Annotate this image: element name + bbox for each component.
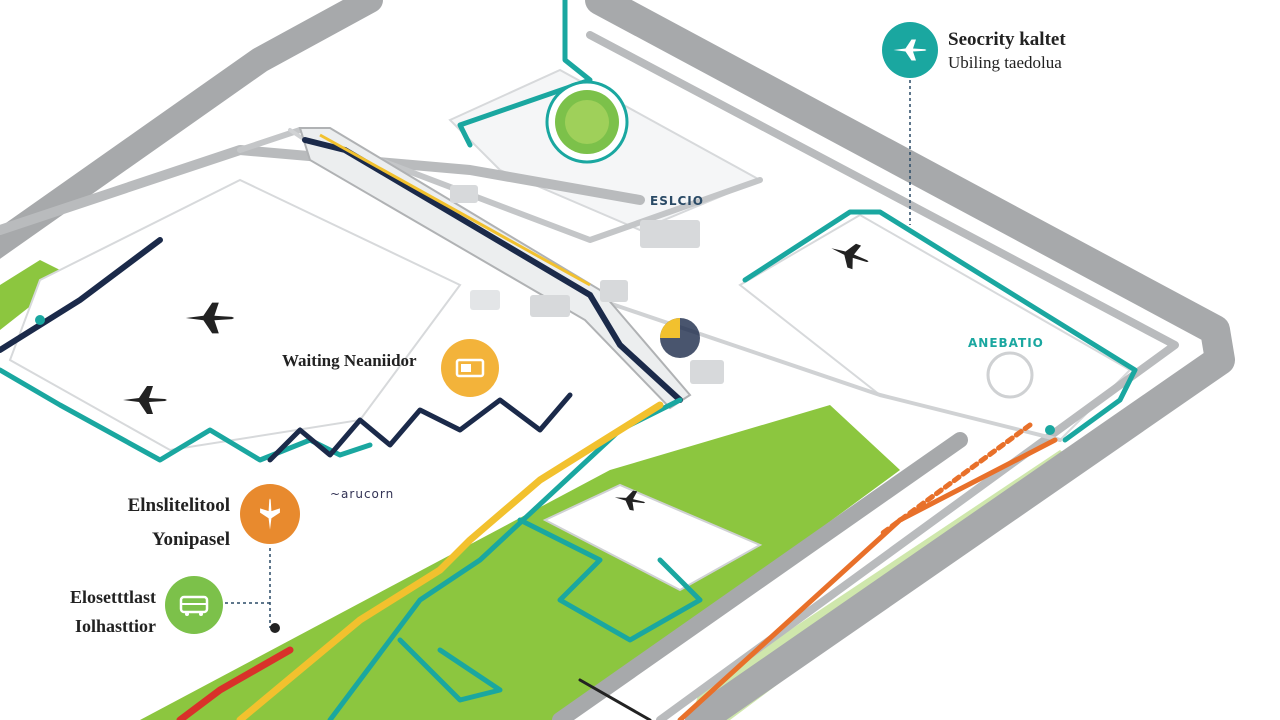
airplane-icon <box>123 386 167 414</box>
plane-icon <box>260 498 280 530</box>
teal-route-right <box>742 209 1138 443</box>
baggage-badge[interactable] <box>240 484 300 544</box>
service-road <box>237 127 763 243</box>
teal-route-top <box>457 0 593 148</box>
walking-badge[interactable] <box>441 339 499 397</box>
gate-sign: ESLCIO <box>650 194 704 208</box>
train-line <box>302 137 683 403</box>
yellow-route <box>236 401 664 720</box>
ticket-icon <box>455 358 485 378</box>
dark-line <box>578 678 652 720</box>
airplanes <box>123 243 869 511</box>
transfer-badge[interactable] <box>165 576 223 634</box>
security-label: Seocrity kaltet Ubiling taedolua <box>948 29 1066 72</box>
walking-label: Waiting Neaniidor <box>282 351 417 370</box>
small-map-label: ~arucorn <box>330 487 395 501</box>
teal-loop-2 <box>397 637 503 703</box>
bus-icon <box>179 595 209 616</box>
terminal-lots <box>8 68 1132 592</box>
airplane-icon <box>185 302 235 334</box>
transfer-label: Elosetttlast Iolhasttior <box>70 587 156 636</box>
airplane-icon <box>614 490 646 511</box>
navy-route <box>0 237 163 353</box>
navy-zigzag-route <box>267 392 573 463</box>
lower-road <box>552 432 968 720</box>
airplane-icon <box>831 243 869 270</box>
airplane-icon <box>893 39 927 61</box>
map-buildings <box>450 185 724 384</box>
map-markers <box>35 315 1055 633</box>
baggage-label: Elnslitelitool Yonipasel <box>127 495 230 550</box>
teal-loop <box>517 517 703 643</box>
inner-road-ring <box>586 31 1179 720</box>
orange-dash-route <box>877 422 1033 538</box>
terminal-sign: ANEBATIO <box>968 336 1044 350</box>
leader-lines <box>225 80 911 628</box>
map-emblems <box>545 80 1034 399</box>
routes <box>0 0 1138 720</box>
outer-road <box>0 0 383 259</box>
red-route <box>176 646 294 720</box>
outer-road-ring <box>585 0 1235 720</box>
security-badge[interactable] <box>882 22 938 78</box>
